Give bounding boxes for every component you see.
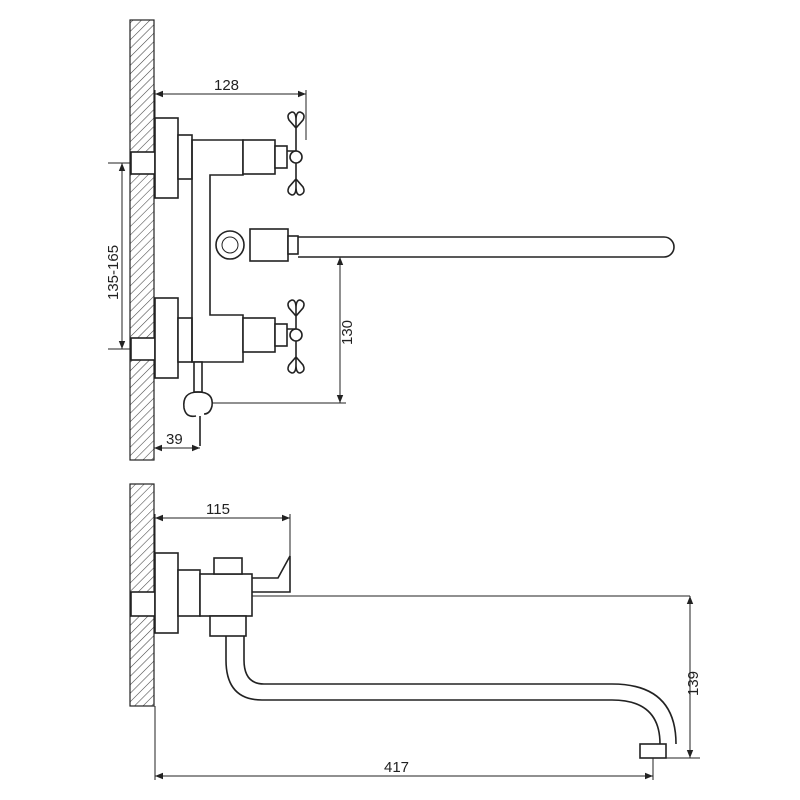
dim-spout-height-label: 130 [339,320,356,345]
dim-side-depth: 115 [154,501,291,556]
cross-handle-lower [287,299,305,374]
wall-top [129,19,155,461]
diverter-knob [215,230,245,260]
cross-handle-upper [287,111,305,196]
dim-top-width: 128 [154,77,307,140]
dim-spout-reach: 417 [154,706,654,780]
inlet-side [130,591,156,617]
dim-side-height-label: 139 [685,671,702,696]
handle-side [252,555,291,593]
spout-side [225,636,677,745]
dim-inlet-spacing: 135-165 [105,162,131,350]
dim-spout-reach-label: 417 [384,759,409,776]
dim-wall-offset: 39 [154,431,200,452]
aerator [639,743,667,759]
flange-lower [154,297,179,379]
dim-wall-offset-label: 39 [166,431,183,448]
mixer-body-side [199,573,253,617]
dim-side-depth-label: 115 [206,501,230,518]
dim-side-height: 139 [666,596,702,759]
dim-inlet-spacing-label: 135-165 [105,245,122,300]
shower-holder [182,361,214,446]
flange-upper [154,117,179,199]
inlet-upper [130,151,156,175]
dim-spout-height: 130 [212,256,356,404]
spout-top [298,236,675,258]
top-view: 128 135-165 130 39 [105,19,675,461]
dim-top-width-label: 128 [214,77,239,94]
side-view: 115 139 417 [129,483,702,780]
inlet-lower [130,337,156,361]
